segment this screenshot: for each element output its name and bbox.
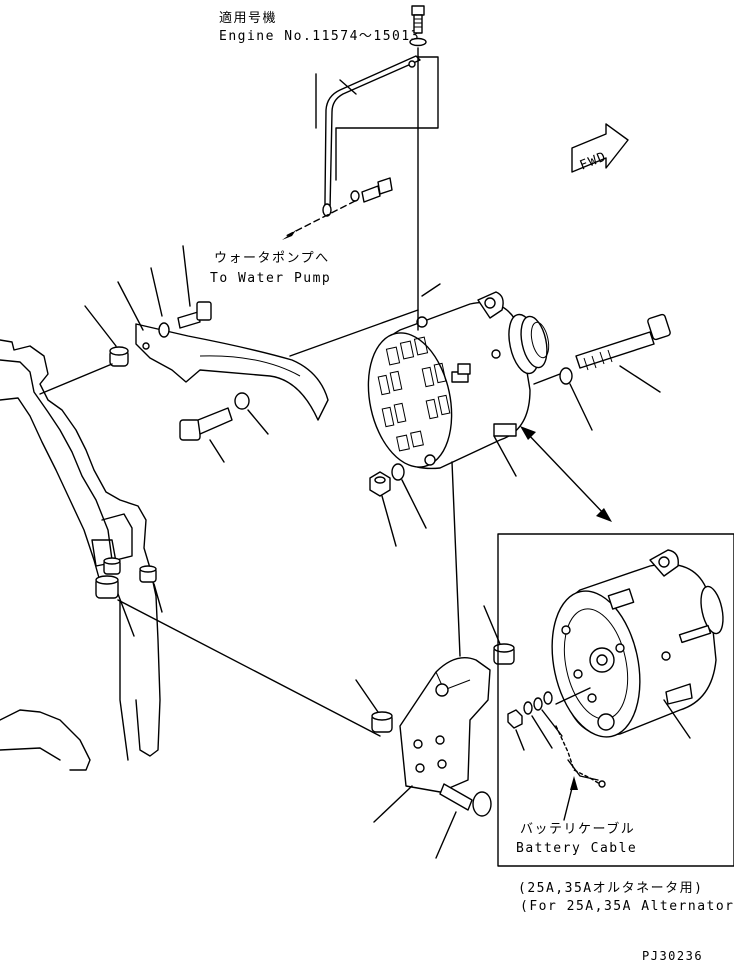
inset-panel (497, 533, 734, 867)
spacer-block-3 (95, 575, 119, 599)
arrow-to-water-pump (282, 230, 296, 240)
adjust-bolt (179, 407, 233, 441)
battery-cable-jp: バッテリケーブル (520, 821, 635, 837)
engine-number-range: Engine No.11574～15013 (219, 29, 420, 44)
alternator-note-jp: (25A,35Aオルタネータ用) (518, 881, 703, 896)
to-water-pump-jp: ウォータポンプへ (214, 251, 330, 266)
to-water-pump-en: To Water Pump (210, 271, 331, 286)
double-arrow-icon (520, 426, 612, 522)
washer (158, 322, 170, 338)
alternator (367, 291, 550, 470)
adjust-washer (234, 392, 250, 410)
spacer-lower-right (493, 643, 515, 665)
terminal-washer (523, 701, 533, 715)
bracket-mount-bolt (439, 783, 492, 817)
drawing-code: PJ30236 (642, 949, 703, 963)
spacer-upper (109, 346, 129, 367)
bracket-bolt (177, 301, 212, 329)
leader (339, 79, 357, 95)
battery-cable-en: Battery Cable (516, 841, 637, 856)
alternator-mount-bracket (399, 657, 491, 793)
fwd-arrow-icon: FWD (571, 123, 629, 174)
spacer-lower-left (371, 711, 393, 733)
adjusting-bracket (135, 323, 329, 421)
water-pump-stay (322, 55, 421, 217)
spacer-block-1 (103, 557, 121, 575)
applicable-serial-jp: 適用号機 (219, 10, 277, 26)
mount-nut (369, 471, 391, 497)
stay-bolt (350, 177, 393, 203)
top-bolt (409, 5, 427, 47)
engine-block (0, 339, 161, 771)
spacer-block-2 (139, 565, 157, 583)
battery-cable (555, 725, 606, 788)
terminal-nut (507, 709, 523, 729)
bolt-washer (559, 367, 573, 385)
mount-washer (391, 463, 405, 481)
alternator-note-en: (For 25A,35A Alternator) (520, 899, 734, 914)
through-bolt (575, 313, 671, 371)
inset-alternator (551, 549, 724, 738)
inset-outline (335, 47, 439, 181)
